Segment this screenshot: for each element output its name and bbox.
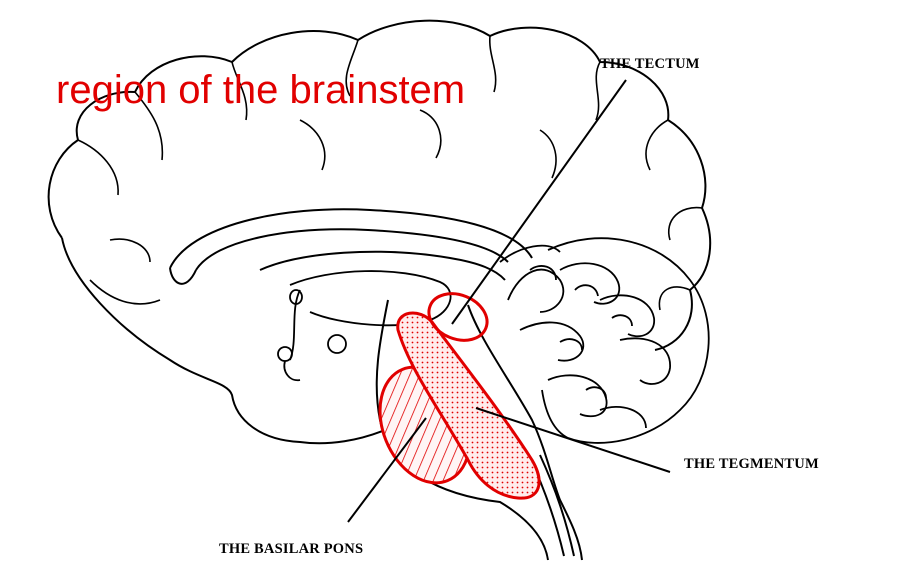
diagram-heading: region of the brainstem	[56, 68, 465, 113]
label-basilar-pons: THE BASILAR PONS	[219, 541, 363, 558]
label-tectum: THE TECTUM	[600, 56, 700, 73]
tectum-leader-line	[452, 80, 626, 324]
label-tegmentum: THE TEGMENTUM	[684, 456, 819, 473]
cerebellum	[500, 238, 709, 443]
temporal-lobe-outline	[62, 238, 385, 443]
